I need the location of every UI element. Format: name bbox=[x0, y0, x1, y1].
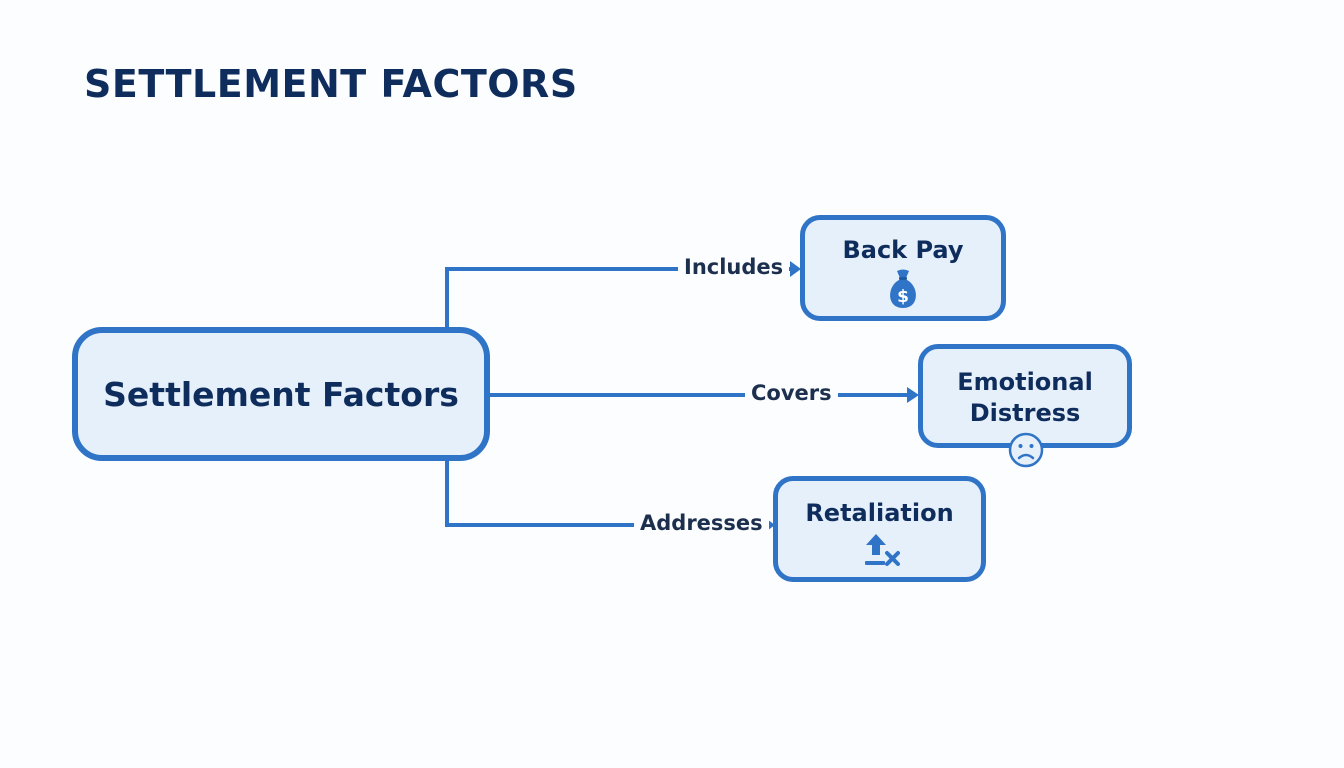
retaliation-icon bbox=[865, 534, 900, 566]
page-title: SETTLEMENT FACTORS bbox=[84, 62, 578, 106]
edge-label-includes: Includes bbox=[678, 255, 790, 279]
node-retaliation: Retaliation bbox=[773, 476, 986, 582]
edge-label-covers: Covers bbox=[745, 381, 838, 405]
node-emotional-distress: Emotional Distress bbox=[918, 344, 1132, 468]
node-label: Back Pay bbox=[842, 236, 964, 264]
edge-label-addresses: Addresses bbox=[634, 511, 769, 535]
node-label: Retaliation bbox=[805, 499, 954, 527]
node-label: Emotional Distress bbox=[957, 368, 1093, 427]
arrowhead-includes bbox=[790, 261, 801, 277]
svg-text:$: $ bbox=[897, 287, 909, 307]
node-back-pay: Back Pay $ bbox=[800, 215, 1006, 321]
sad-face-icon bbox=[1008, 432, 1044, 468]
node-settlement-factors: Settlement Factors bbox=[72, 327, 490, 461]
arrowhead-covers bbox=[907, 387, 919, 403]
connector-includes bbox=[445, 267, 790, 327]
money-bag-icon: $ bbox=[890, 269, 916, 308]
node-label: Settlement Factors bbox=[103, 374, 459, 414]
